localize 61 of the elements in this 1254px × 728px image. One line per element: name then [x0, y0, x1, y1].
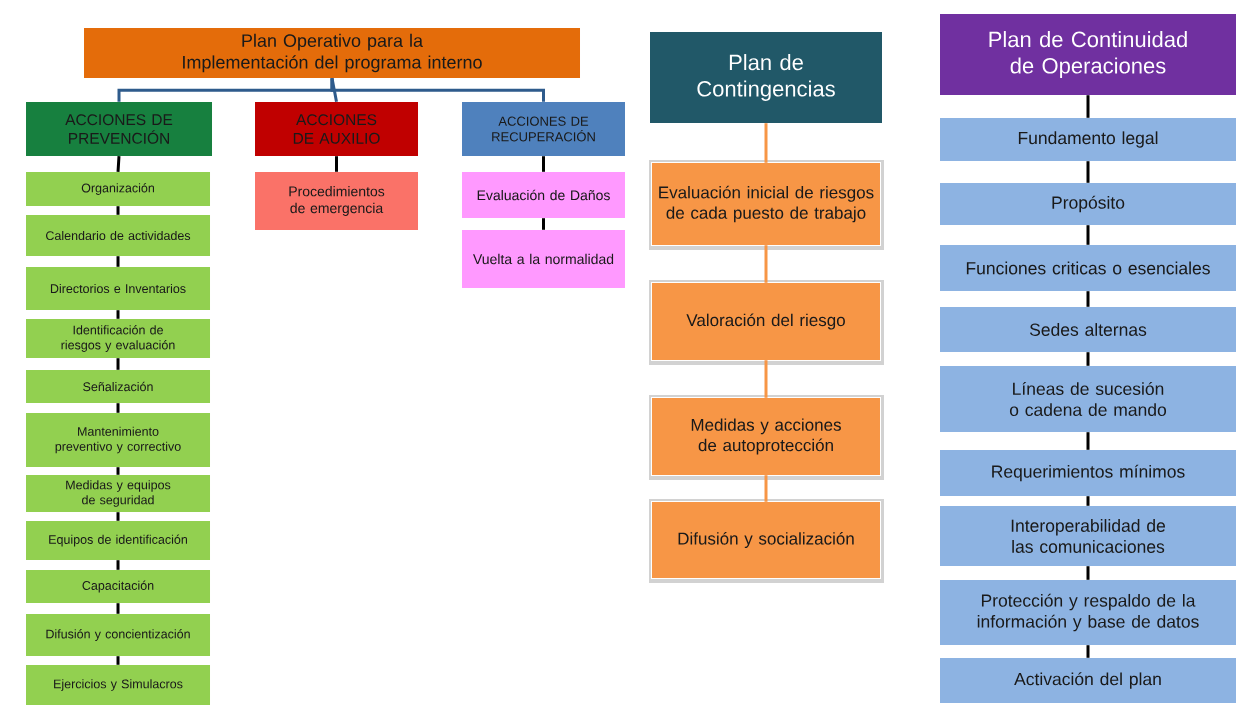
connector-line [116, 156, 121, 172]
connector-line [764, 245, 768, 283]
step-box: Requerimientos mínimos [940, 450, 1236, 496]
title-box: Plan Operativo para la Implementación del programa interno [84, 28, 580, 78]
connector-line [116, 403, 120, 413]
step-box: Interoperabilidad de las comunicaciones [940, 506, 1236, 566]
connector-line [1086, 645, 1090, 658]
connector-line [116, 467, 120, 475]
connector-line [116, 656, 120, 665]
connector-line [1086, 291, 1090, 307]
connector-line [116, 560, 120, 570]
connector-line [116, 206, 120, 215]
connector-line [1086, 432, 1090, 450]
item-box: Equipos de identificación [26, 521, 210, 560]
item-box: Organización [26, 172, 210, 206]
item-box: Identificación de riesgos y evaluación [26, 319, 210, 358]
item-box: Evaluación de Daños [462, 172, 625, 218]
item-box: Mantenimiento preventivo y correctivo [26, 413, 210, 467]
category-box: ACCIONES DE PREVENCIÓN [26, 102, 212, 156]
step-box: Líneas de sucesión o cadena de mando [940, 366, 1236, 432]
step-box: Valoración del riesgo [649, 280, 884, 365]
step-box: Propósito [940, 183, 1236, 225]
connector-line [542, 218, 545, 230]
connector-line [335, 156, 338, 172]
connector-line [764, 123, 768, 163]
item-box: Medidas y equipos de seguridad [26, 475, 210, 512]
step-box: Funciones criticas o esenciales [940, 245, 1236, 291]
connector-line [1086, 496, 1090, 506]
connector-line [1086, 161, 1090, 183]
title-box: Plan de Contingencias [650, 32, 882, 123]
item-box: Vuelta a la normalidad [462, 230, 625, 288]
step-box: Protección y respaldo de la información y base de datos [940, 580, 1236, 645]
connector-line [116, 603, 120, 614]
step-box: Evaluación inicial de riesgos de cada puesto de trabajo [649, 160, 884, 250]
step-box: Medidas y acciones de autoprotección [649, 395, 884, 480]
connector-line [1086, 95, 1090, 118]
item-box: Calendario de actividades [26, 215, 210, 256]
connector-line [1086, 566, 1090, 580]
step-box: Sedes alternas [940, 307, 1236, 352]
item-box: Señalización [26, 370, 210, 403]
category-box: ACCIONES DE RECUPERACIÓN [462, 102, 625, 156]
connector-line [116, 358, 120, 370]
item-box: Difusión y concientización [26, 614, 210, 656]
step-box: Activación del plan [940, 658, 1236, 703]
item-box: Capacitación [26, 570, 210, 603]
connector-line [764, 360, 768, 398]
step-box: Fundamento legal [940, 118, 1236, 161]
category-box: ACCIONES DE AUXILIO [255, 102, 418, 156]
connector-line [1086, 352, 1090, 366]
connector-line [116, 256, 120, 267]
connector-line [330, 78, 545, 102]
connector-line [764, 475, 768, 502]
title-box: Plan de Continuidad de Operaciones [940, 14, 1236, 95]
connector-line [116, 310, 120, 319]
connector-line [542, 156, 545, 172]
item-box: Directorios e Inventarios [26, 267, 210, 310]
item-box: Procedimientos de emergencia [255, 172, 418, 230]
connector-line [116, 512, 120, 521]
item-box: Ejercicios y Simulacros [26, 665, 210, 705]
connector-line [1086, 225, 1090, 245]
step-box: Difusión y socialización [649, 499, 884, 583]
